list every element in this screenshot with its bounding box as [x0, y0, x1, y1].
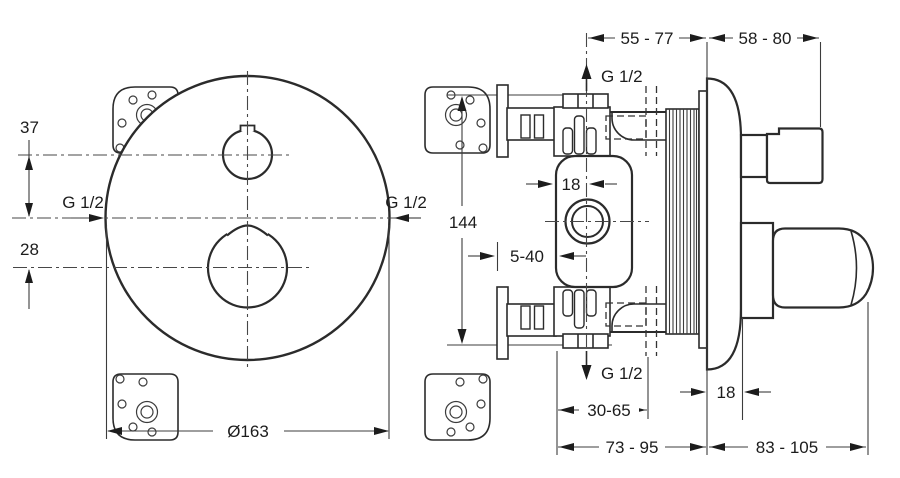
dim-label-18-escutcheon: 18 — [717, 383, 736, 402]
dimension-73-95: 73 - 95 — [558, 438, 706, 457]
front-view: 37 28 G 1/2 G 1/2 Ø163 — [12, 71, 491, 441]
dim-label-73-95: 73 - 95 — [606, 438, 659, 457]
side-view: 55 - 77 58 - 80 G 1/2 G 1/2 144 — [447, 28, 875, 457]
hex-nut-top — [562, 93, 609, 109]
dim-label-18-body: 18 — [562, 175, 581, 194]
dim-label-28: 28 — [20, 240, 39, 259]
mounting-plate-bottom-right — [424, 373, 491, 441]
dim-label-37: 37 — [20, 118, 39, 137]
dimension-18-escutcheon: 18 — [680, 383, 771, 402]
dim-label-83-105: 83 - 105 — [756, 438, 818, 457]
inlet-flange-top — [496, 84, 557, 158]
temperature-handle-side — [739, 221, 875, 320]
outlet-g12-top: G 1/2 — [581, 64, 643, 91]
dim-label-5-40: 5-40 — [510, 247, 544, 266]
inlet-flange-bottom — [496, 286, 557, 360]
dim-label-diameter: Ø163 — [227, 422, 269, 441]
inlet-label-left: G 1/2 — [62, 193, 104, 212]
dimension-18-body: 18 — [526, 175, 617, 194]
dimension-28: 28 — [20, 240, 39, 309]
dimension-30-65: 30-65 — [558, 401, 647, 420]
dimension-diameter-163: Ø163 — [105, 225, 390, 441]
hex-nut-bottom — [562, 333, 609, 349]
outlet-elbow-bottom — [605, 302, 666, 333]
outlet-g12-bottom: G 1/2 — [581, 351, 643, 383]
threaded-sleeve — [665, 108, 700, 335]
dimension-37: 37 — [20, 118, 39, 217]
wall-line-top — [645, 86, 658, 156]
outlet-label-top: G 1/2 — [601, 67, 643, 86]
dim-label-30-65: 30-65 — [587, 401, 630, 420]
dim-label-58-80: 58 - 80 — [739, 29, 792, 48]
dimension-55-77: 55 - 77 — [588, 28, 706, 48]
dimension-5-40: 5-40 — [468, 247, 586, 266]
dim-label-55-77: 55 - 77 — [621, 29, 674, 48]
mounting-plate-top-right — [424, 86, 491, 154]
outlet-port — [564, 198, 611, 245]
inlet-g12-left: G 1/2 — [62, 193, 104, 222]
escutcheon — [698, 77, 743, 371]
inlet-label-right: G 1/2 — [385, 193, 427, 212]
mounting-plate-bottom-left — [112, 373, 179, 441]
inlet-g12-right: G 1/2 — [385, 193, 427, 222]
diverter-handle-side — [739, 127, 824, 185]
outlet-label-bottom: G 1/2 — [601, 364, 643, 383]
dim-label-144: 144 — [449, 213, 477, 232]
dimension-58-80: 58 - 80 — [709, 28, 819, 48]
dimension-144: 144 — [449, 96, 477, 344]
dimension-83-105: 83 - 105 — [709, 438, 866, 457]
wall-line-bottom — [645, 286, 658, 356]
